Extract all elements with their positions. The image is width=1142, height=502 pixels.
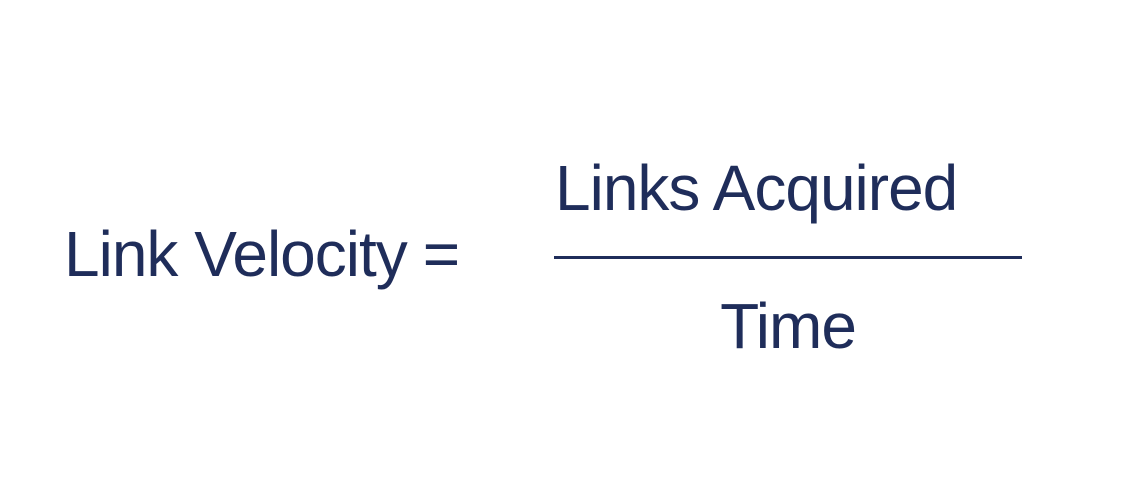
- denominator: Time: [720, 290, 857, 362]
- fraction-bar: [554, 256, 1022, 259]
- formula-lhs-label: Link Velocity: [64, 218, 408, 290]
- formula-left-side: Link Velocity=: [64, 222, 460, 286]
- numerator: Links Acquired: [555, 152, 958, 224]
- equals-sign: =: [422, 218, 460, 290]
